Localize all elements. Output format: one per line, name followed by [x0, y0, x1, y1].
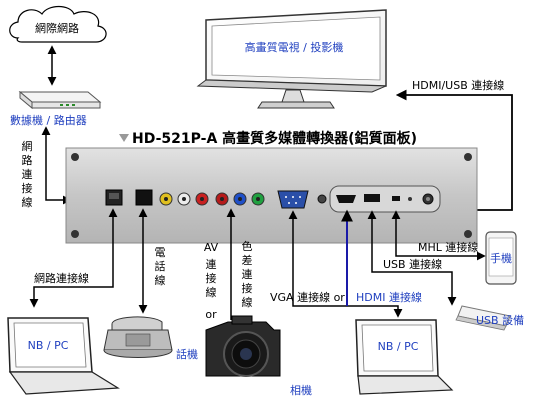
- telephone-label: 話機: [176, 347, 198, 361]
- network-vertical-char: 接: [22, 182, 33, 195]
- av-char: AV: [204, 241, 219, 254]
- usb-port-icon: [364, 194, 380, 202]
- panel-screw-icon: [464, 153, 472, 161]
- vga-port-icon: [277, 190, 309, 209]
- internet-cloud: 網際網路: [9, 5, 107, 43]
- phone-cable-char: 線: [155, 273, 166, 287]
- telephone: 話機: [103, 316, 198, 361]
- panel-tv-cable: [395, 89, 513, 211]
- cloud-label: 網際網路: [35, 21, 79, 35]
- audio-jack-icon: [317, 194, 327, 204]
- product-title: HD-521P-A 高畫質多媒體轉換器(鋁質面板): [119, 130, 417, 147]
- component-char: 線: [242, 295, 253, 309]
- cables: [29, 208, 486, 320]
- phone-device-label: 手機: [490, 251, 512, 265]
- component-char: 連: [242, 267, 253, 281]
- network-vertical-char: 連: [22, 167, 33, 181]
- component-char: 接: [242, 282, 253, 295]
- network-cable: [29, 208, 118, 308]
- hdmi-port-icon: [336, 195, 356, 203]
- modem-label: 數據機 / 路由器: [10, 113, 87, 127]
- av-char: or: [205, 308, 217, 321]
- camera-label: 相機: [290, 383, 312, 397]
- usb-cable: [367, 210, 457, 306]
- hdmi-cable-label: HDMI 連接線: [356, 290, 422, 304]
- phone-cable-char: 電: [155, 246, 166, 259]
- mhl-cable: [391, 210, 486, 261]
- mobile-phone: 手機: [485, 231, 517, 285]
- panel-screw-icon: [71, 230, 79, 238]
- modem-panel-cable: [41, 126, 72, 205]
- av-char: 連: [206, 257, 217, 271]
- nb-left-label: NB / PC: [28, 339, 69, 352]
- camera: 相機: [205, 315, 312, 397]
- tv-projector: 高畫質電視 / 投影機: [196, 9, 387, 109]
- network-vertical-char: 網: [22, 139, 33, 153]
- usb-device-label: USB 設備: [476, 313, 524, 327]
- vga-cable-label: VGA 連接線 or: [270, 290, 345, 304]
- panel-screw-icon: [464, 230, 472, 238]
- av-char: 線: [206, 285, 217, 299]
- usb-cable-label: USB 連接線: [383, 257, 442, 271]
- network-vertical-char: 路: [22, 154, 33, 167]
- tv-label: 高畫質電視 / 投影機: [245, 40, 344, 54]
- phone-cable-vertical-label: 電 話 線: [155, 246, 166, 287]
- network-vertical-char: 線: [22, 195, 33, 209]
- av-vertical-label: AV 連 接 線 or: [204, 241, 219, 321]
- network-cable-label: 網路連接線: [34, 271, 89, 285]
- device-panel: [65, 147, 478, 244]
- av-char: 接: [206, 272, 217, 285]
- component-char: 差: [242, 253, 253, 267]
- modem-router: [18, 90, 102, 110]
- phone-port-icon: [135, 189, 153, 206]
- component-vertical-label: 色 差 連 接 線: [242, 239, 253, 309]
- nb-right-label: NB / PC: [378, 340, 419, 353]
- hdmi-usb-label: HDMI/USB 連接線: [412, 78, 504, 92]
- panel-screw-icon: [71, 153, 79, 161]
- notebook-right: NB / PC: [355, 319, 454, 395]
- usb-device: USB 設備: [455, 305, 524, 331]
- mhl-port-icon: [392, 196, 400, 201]
- notebook-left: NB / PC: [7, 317, 120, 395]
- led-indicator-icon: [408, 197, 412, 201]
- network-vertical-label: 網 路 連 接 線: [22, 139, 33, 209]
- vga-cable: [288, 210, 403, 318]
- title-text: HD-521P-A 高畫質多媒體轉換器(鋁質面板): [132, 130, 417, 147]
- component-char: 色: [242, 239, 253, 253]
- mhl-cable-label: MHL 連接線: [418, 240, 478, 254]
- phone-cable-char: 話: [155, 259, 166, 273]
